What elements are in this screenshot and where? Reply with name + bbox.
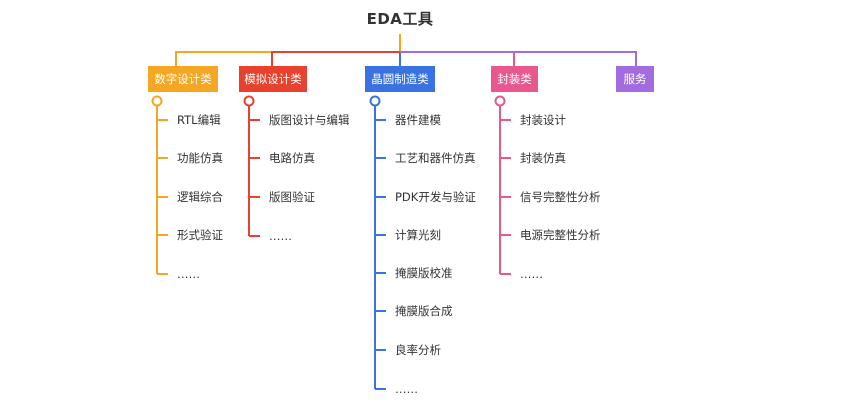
list-item: 功能仿真 <box>177 151 223 165</box>
diagram-title: EDA工具 <box>366 10 434 28</box>
wafer-node-icon <box>369 95 381 107</box>
category-digital: 数字设计类 <box>148 66 218 92</box>
list-item: 版图验证 <box>269 190 315 204</box>
list-item: 逻辑综合 <box>177 190 223 204</box>
list-item: …… <box>395 382 418 396</box>
digital-node-icon <box>151 95 163 107</box>
list-item: 封装设计 <box>520 113 566 127</box>
list-item: PDK开发与验证 <box>395 190 476 204</box>
list-item: …… <box>520 267 543 281</box>
list-item: 形式验证 <box>177 228 223 242</box>
analog-node-icon <box>243 95 255 107</box>
list-item: 计算光刻 <box>395 228 441 242</box>
analog-connector <box>271 51 400 66</box>
list-item: 信号完整性分析 <box>520 190 601 204</box>
list-item: 良率分析 <box>395 343 441 357</box>
list-item: 版图设计与编辑 <box>269 113 350 127</box>
category-package: 封装类 <box>491 66 538 92</box>
list-item: 掩膜版合成 <box>395 304 453 318</box>
digital-connector <box>175 51 400 66</box>
list-item: 电源完整性分析 <box>520 228 601 242</box>
category-service: 服务 <box>616 66 654 92</box>
list-item: 掩膜版校准 <box>395 266 453 280</box>
list-item: 电路仿真 <box>269 151 315 165</box>
list-item: RTL编辑 <box>177 113 221 127</box>
list-item: 器件建模 <box>395 113 441 127</box>
category-wafer: 晶圆制造类 <box>365 66 435 92</box>
service-connector <box>400 51 637 66</box>
package-connector <box>400 51 515 66</box>
category-analog: 模拟设计类 <box>239 66 307 92</box>
list-item: 封装仿真 <box>520 151 566 165</box>
list-item: …… <box>177 267 200 281</box>
list-item: 工艺和器件仿真 <box>395 151 476 165</box>
list-item: …… <box>269 229 292 243</box>
package-node-icon <box>494 95 506 107</box>
